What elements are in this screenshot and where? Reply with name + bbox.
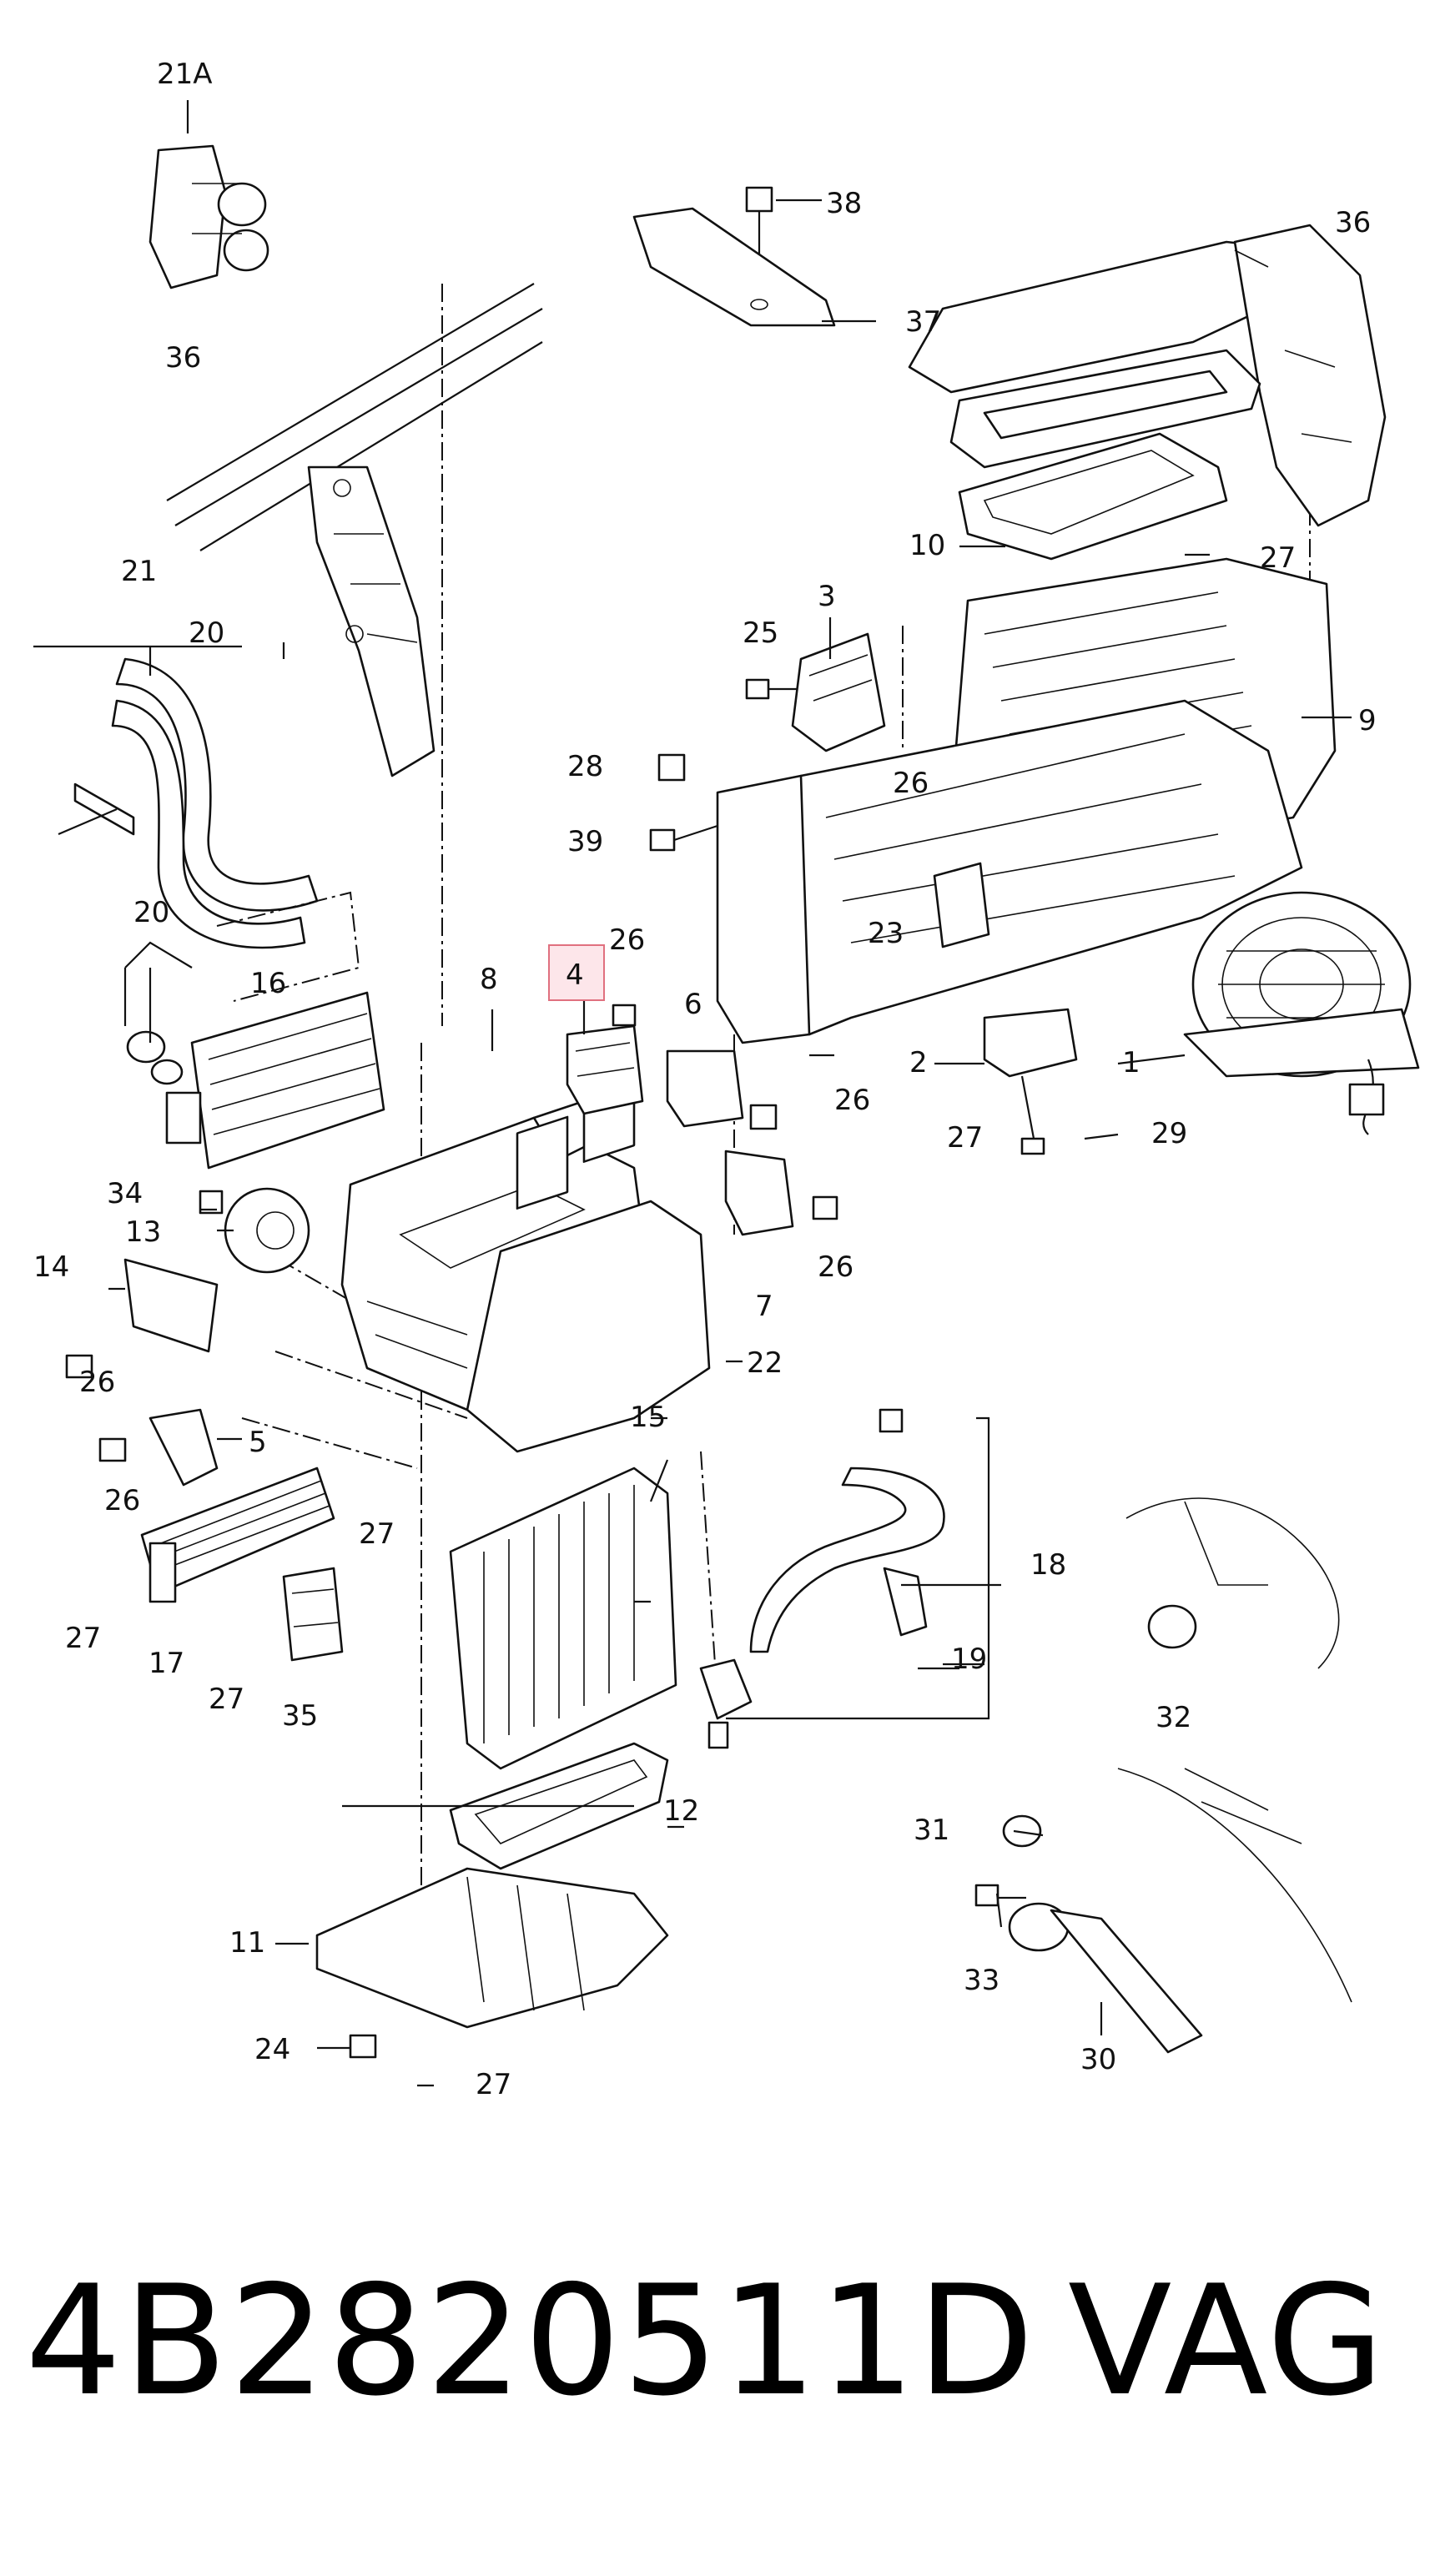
part-13-34 [199,1187,310,1274]
callout-27-e: 27 [209,1683,244,1716]
callout-6: 6 [684,988,702,1021]
callout-18: 18 [1030,1548,1066,1582]
part-30-bracket [974,1768,1352,2054]
callout-26-d: 26 [79,1366,115,1399]
part-2-actuator [983,1008,1078,1155]
callout-15: 15 [630,1401,666,1434]
callout-26-b: 26 [609,923,645,957]
callout-7: 7 [755,1290,773,1323]
callout-8: 8 [480,963,498,996]
part-18-19-pipes [699,1408,990,1749]
callout-27-f: 27 [476,2068,511,2101]
part-number-footer: 4B2820511D VAG [25,2252,1410,2429]
callout-29: 29 [1151,1117,1187,1150]
callout-19: 19 [951,1643,987,1676]
callout-36-left: 36 [165,341,201,375]
callout-10: 10 [909,529,945,562]
callout-21: 21 [121,555,157,588]
callout-28: 28 [567,750,603,783]
part-35-connector [282,1567,344,1662]
part-17-core [140,1467,335,1603]
callout-leaders [33,553,1352,2087]
callout-35: 35 [282,1699,318,1733]
part-15-evaporator [449,1467,677,1770]
part-32-cap [1125,1497,1340,1669]
callout-21a: 21A [157,58,213,91]
callout-27-a: 27 [1260,541,1296,575]
callout-14: 14 [33,1250,69,1284]
callout-labels: 21A 38 36 37 36 10 27 21 20 3 25 9 28 26… [33,58,1377,2101]
part-20-21-hoses [58,657,360,1002]
callout-20-a: 20 [189,616,224,650]
part-16-heater-core [126,991,385,1170]
part-6-7-servos [612,1004,838,1236]
part-21a-grommet [149,100,269,289]
callout-36-top: 36 [1335,206,1371,239]
part-3-servo [745,617,886,752]
callout-32: 32 [1156,1701,1191,1734]
flap-housing [649,699,1303,1044]
part-5-bracket [98,1408,219,1487]
callout-37: 37 [905,305,941,339]
part-4-servo [566,1001,644,1115]
callout-12: 12 [663,1794,699,1828]
callout-24: 24 [254,2033,290,2066]
callout-30: 30 [1080,2043,1116,2076]
callout-38: 38 [826,187,862,220]
part-38-37 [632,186,876,327]
callout-39: 39 [567,825,603,858]
callout-27-c: 27 [359,1517,395,1551]
callout-13: 13 [125,1215,161,1249]
part-number: 4B2820511D [25,2252,1036,2429]
part-11-lower-housing [315,1867,669,2059]
callout-9: 9 [1358,704,1377,737]
callout-34: 34 [107,1177,143,1210]
callout-26-f: 26 [104,1484,140,1517]
callout-27-b: 27 [947,1121,983,1155]
part-1-blower-motor [1183,891,1420,1135]
callout-11: 11 [229,1926,265,1960]
part-14-bracket [65,1258,219,1379]
brand-name: VAG [1068,2252,1387,2429]
callout-33: 33 [964,1964,999,1997]
callout-16: 16 [250,967,286,1000]
callout-31: 31 [914,1814,949,1847]
callout-23: 23 [868,917,904,950]
callout-26-c: 26 [834,1084,870,1117]
callout-5: 5 [249,1426,267,1459]
callout-3: 3 [818,580,836,613]
cross-member [166,283,543,777]
callout-4: 4 [566,958,584,992]
callout-20-b: 20 [133,896,169,929]
callout-26-e: 26 [818,1250,853,1284]
exploded-parts-diagram: 21A 38 36 37 36 10 27 21 20 3 25 9 28 26… [33,58,1420,2101]
callout-17: 17 [149,1647,184,1680]
callout-2: 2 [909,1046,928,1079]
part-10-gasket [958,432,1228,561]
callout-1: 1 [1122,1046,1140,1079]
callout-25: 25 [743,616,778,650]
callout-4-highlight [548,944,605,1001]
callout-26-a: 26 [893,767,929,800]
callout-27-d: 27 [65,1622,101,1655]
callout-22: 22 [747,1346,783,1380]
